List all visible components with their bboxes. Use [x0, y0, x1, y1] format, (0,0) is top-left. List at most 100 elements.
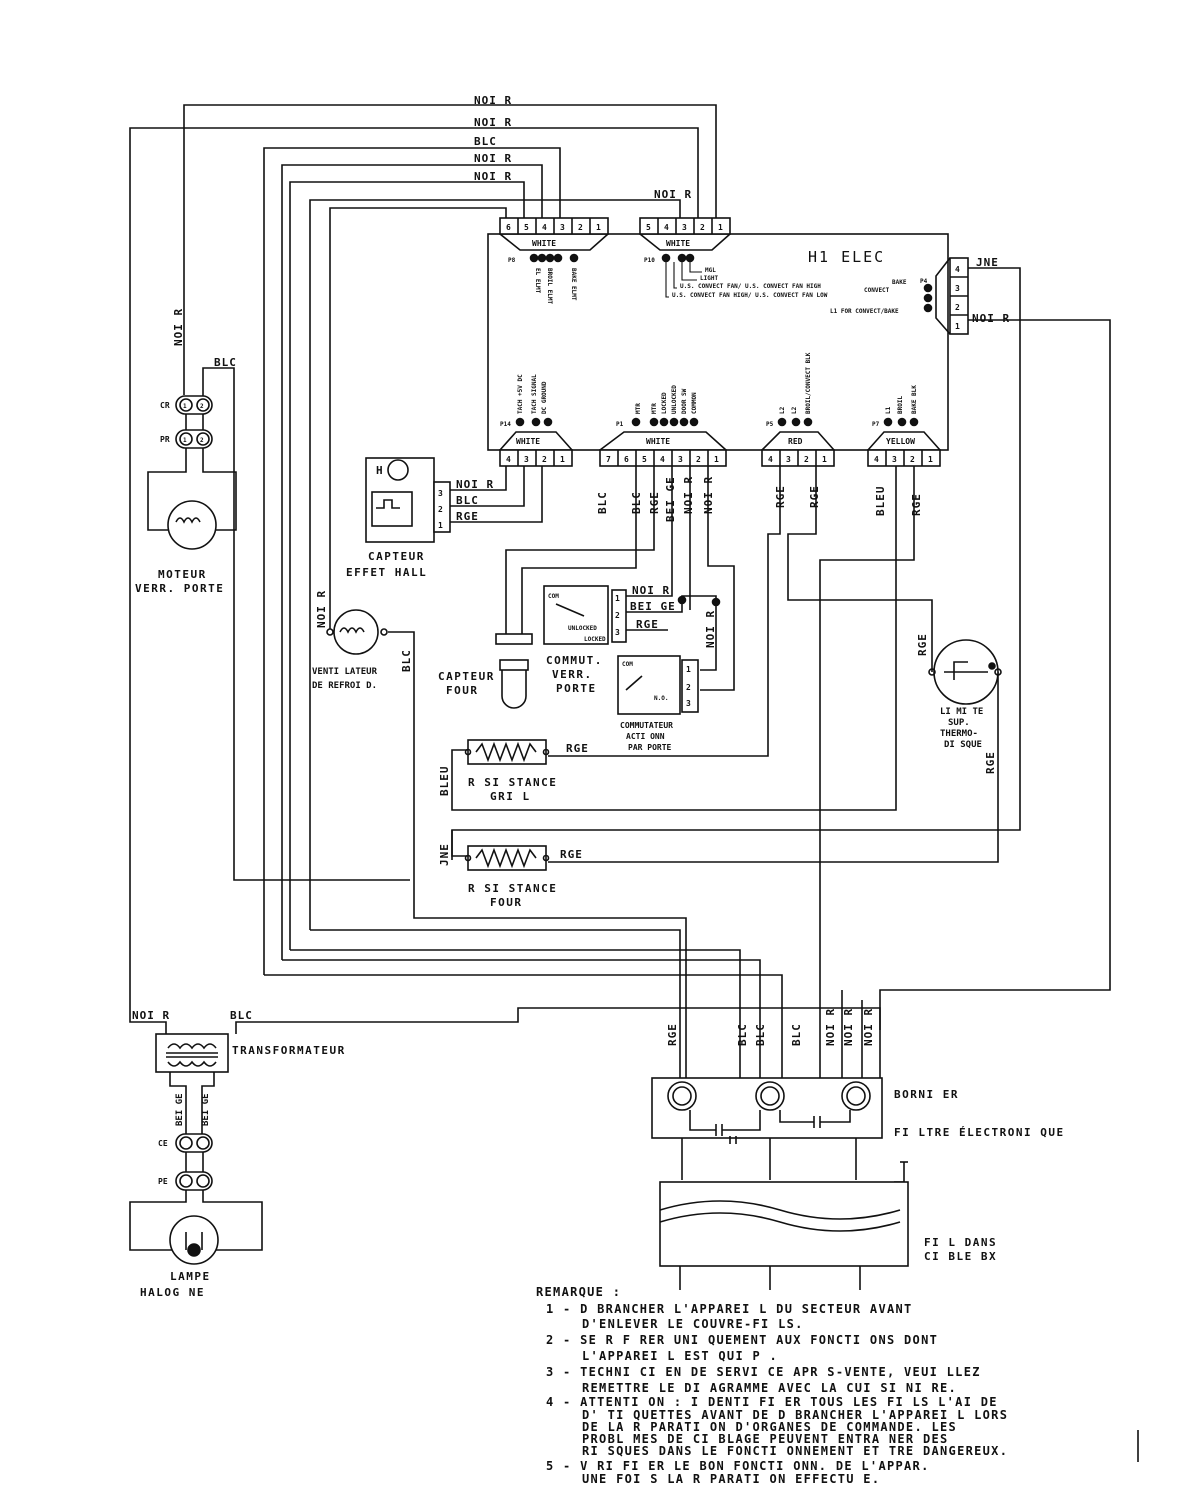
- connector-p4: 4 3 2 1 P4 BAKE CONVECT L1 FOR CONVECT/B…: [830, 257, 969, 335]
- svg-text:BEI GE: BEI GE: [201, 1093, 211, 1126]
- terminal-block: BORNI ER FI LTRE ÉLECTRONI QUE: [651, 1077, 1065, 1180]
- svg-text:L1 FOR CONVECT/BAKE: L1 FOR CONVECT/BAKE: [830, 308, 899, 315]
- svg-text:RGE: RGE: [566, 742, 589, 755]
- svg-text:DE LA R PARATI ON D'ORGANES DE: DE LA R PARATI ON D'ORGANES DE COMMANDE.…: [582, 1420, 957, 1434]
- connector-p8: 6 5 4 3 2 1 WHITE P8 EL ELMT BROIL ELMT …: [499, 217, 609, 305]
- svg-text:BAKE ELMT: BAKE ELMT: [570, 268, 577, 301]
- svg-text:3: 3: [524, 455, 529, 464]
- connector-p1: 7 6 5 4 3 2 1 WHITE P1 MTR MTR LOCKED UN…: [599, 385, 727, 467]
- svg-text:NOI R: NOI R: [456, 478, 494, 491]
- svg-text:2: 2: [910, 455, 915, 464]
- svg-text:PROBL MES DE CI BLAGE PEUVENT: PROBL MES DE CI BLAGE PEUVENT ENTRA NER …: [582, 1432, 949, 1446]
- svg-text:6: 6: [506, 223, 511, 232]
- svg-text:1: 1: [438, 521, 443, 530]
- svg-text:TACH +5V DC: TACH +5V DC: [517, 374, 524, 414]
- svg-text:3: 3: [686, 699, 691, 708]
- svg-text:UNE FOI S LA R PARATI ON EFFEC: UNE FOI S LA R PARATI ON EFFECTU E.: [582, 1472, 880, 1486]
- svg-text:3: 3: [892, 455, 897, 464]
- svg-text:BEI GE: BEI GE: [630, 600, 676, 613]
- svg-text:NOI R: NOI R: [704, 610, 717, 648]
- svg-text:BLC: BLC: [474, 135, 497, 148]
- svg-text:CE: CE: [158, 1139, 168, 1148]
- svg-text:1: 1: [686, 665, 691, 674]
- svg-text:MGL: MGL: [705, 267, 716, 274]
- svg-text:VERR. PORTE: VERR. PORTE: [135, 582, 224, 595]
- svg-text:CONVECT: CONVECT: [864, 287, 890, 294]
- svg-text:RGE: RGE: [648, 491, 661, 514]
- svg-text:D'ENLEVER LE COUVRE-FI LS.: D'ENLEVER LE COUVRE-FI LS.: [582, 1317, 804, 1331]
- svg-text:3: 3: [678, 455, 683, 464]
- svg-text:4: 4: [660, 455, 665, 464]
- svg-text:FI L DANS: FI L DANS: [924, 1236, 997, 1249]
- svg-text:JNE: JNE: [438, 843, 451, 866]
- svg-text:4: 4: [506, 455, 511, 464]
- svg-text:DOOR SW: DOOR SW: [681, 388, 688, 414]
- svg-text:2: 2: [200, 403, 204, 410]
- svg-text:NOI R: NOI R: [632, 584, 670, 597]
- svg-text:1: 1: [560, 455, 565, 464]
- svg-text:BLC: BLC: [736, 1023, 749, 1046]
- svg-text:NOI R: NOI R: [702, 476, 715, 514]
- svg-text:LIGHT: LIGHT: [700, 275, 718, 282]
- svg-text:1: 1: [822, 455, 827, 464]
- svg-text:COMMON: COMMON: [691, 392, 698, 414]
- svg-text:3 - TECHNI CI EN DE SERVI CE A: 3 - TECHNI CI EN DE SERVI CE APR S-VENTE…: [546, 1365, 981, 1379]
- svg-text:DC GROUND: DC GROUND: [541, 381, 548, 414]
- svg-text:VERR.: VERR.: [552, 668, 593, 681]
- svg-text:4: 4: [664, 223, 669, 232]
- cooling-fan: BLC VENTI LATEUR DE REFROI D.: [312, 600, 687, 1080]
- svg-text:P14: P14: [500, 421, 511, 428]
- svg-text:BROIL/CONVECT BLK: BROIL/CONVECT BLK: [805, 352, 812, 414]
- top-harness: NOI R NOI R BLC NOI R NOI R NOI R NOI R …: [129, 94, 717, 1012]
- svg-text:NOI R: NOI R: [132, 1009, 170, 1022]
- svg-text:1: 1: [615, 594, 620, 603]
- svg-text:NOI R: NOI R: [862, 1008, 875, 1046]
- svg-text:3: 3: [615, 628, 620, 637]
- svg-text:FI LTRE ÉLECTRONI QUE: FI LTRE ÉLECTRONI QUE: [894, 1126, 1065, 1139]
- svg-text:U.S. CONVECT FAN HIGH/ U.S. CO: U.S. CONVECT FAN HIGH/ U.S. CONVECT FAN …: [672, 292, 828, 299]
- svg-text:PE: PE: [158, 1177, 168, 1186]
- svg-text:BLC: BLC: [754, 1023, 767, 1046]
- svg-text:1 - D BRANCHER L'APPAREI L DU: 1 - D BRANCHER L'APPAREI L DU SECTEUR AV…: [546, 1302, 913, 1316]
- svg-text:THERMO-: THERMO-: [940, 729, 978, 739]
- svg-text:MTR: MTR: [651, 403, 658, 414]
- svg-text:2: 2: [578, 223, 583, 232]
- svg-text:N.O.: N.O.: [654, 695, 668, 702]
- svg-text:RGE: RGE: [916, 633, 929, 656]
- control-board: H1 ELEC 6 5 4 3 2 1 WHITE P8 EL ELMT BRO…: [487, 217, 969, 467]
- svg-text:BLC: BLC: [630, 491, 643, 514]
- svg-text:2: 2: [700, 223, 705, 232]
- svg-text:D' TI QUETTES AVANT DE D BRANC: D' TI QUETTES AVANT DE D BRANCHER L'APPA…: [582, 1408, 1008, 1422]
- connector-p14: 4 3 2 1 WHITE P14 TACH +5V DC TACH SIGNA…: [499, 374, 573, 467]
- svg-text:3: 3: [786, 455, 791, 464]
- svg-text:3: 3: [682, 223, 687, 232]
- svg-text:REMETTRE LE DI AGRAMME AVEC LA: REMETTRE LE DI AGRAMME AVEC LA CUI SI NI…: [582, 1381, 957, 1395]
- svg-text:4: 4: [542, 223, 547, 232]
- svg-text:4 - ATTENTI ON : I DENTI FI ER: 4 - ATTENTI ON : I DENTI FI ER TOUS LES …: [546, 1395, 998, 1409]
- svg-text:SUP.: SUP.: [948, 718, 970, 728]
- svg-text:L2: L2: [791, 406, 798, 414]
- svg-text:NOI R: NOI R: [842, 1008, 855, 1046]
- svg-text:2: 2: [686, 683, 691, 692]
- svg-text:L1: L1: [885, 406, 892, 414]
- svg-text:BLC: BLC: [456, 494, 479, 507]
- svg-text:BEI GE: BEI GE: [175, 1093, 185, 1126]
- svg-text:UNLOCKED: UNLOCKED: [568, 625, 597, 632]
- svg-text:BROIL: BROIL: [897, 396, 904, 414]
- svg-text:R SI STANCE: R SI STANCE: [468, 776, 557, 789]
- svg-text:BLC: BLC: [596, 491, 609, 514]
- oven-sensor: CAPTEUR FOUR BLC BLC RGE: [438, 466, 661, 709]
- svg-text:JNE: JNE: [976, 256, 999, 269]
- svg-text:NOI R: NOI R: [474, 170, 512, 183]
- svg-text:NOI R: NOI R: [654, 188, 692, 201]
- notes-heading: REMARQUE :: [536, 1285, 621, 1299]
- svg-text:NOI R: NOI R: [474, 116, 512, 129]
- svg-text:1: 1: [596, 223, 601, 232]
- svg-text:1: 1: [714, 455, 719, 464]
- svg-text:2: 2: [438, 505, 443, 514]
- svg-text:RGE: RGE: [984, 751, 997, 774]
- svg-text:L'APPAREI L EST QUI P .: L'APPAREI L EST QUI P .: [582, 1349, 778, 1363]
- svg-text:RI SQUES DANS LE FONCTI ONNEME: RI SQUES DANS LE FONCTI ONNEMENT ET TRE …: [582, 1444, 1008, 1458]
- svg-text:RGE: RGE: [456, 510, 479, 523]
- svg-text:RGE: RGE: [910, 493, 923, 516]
